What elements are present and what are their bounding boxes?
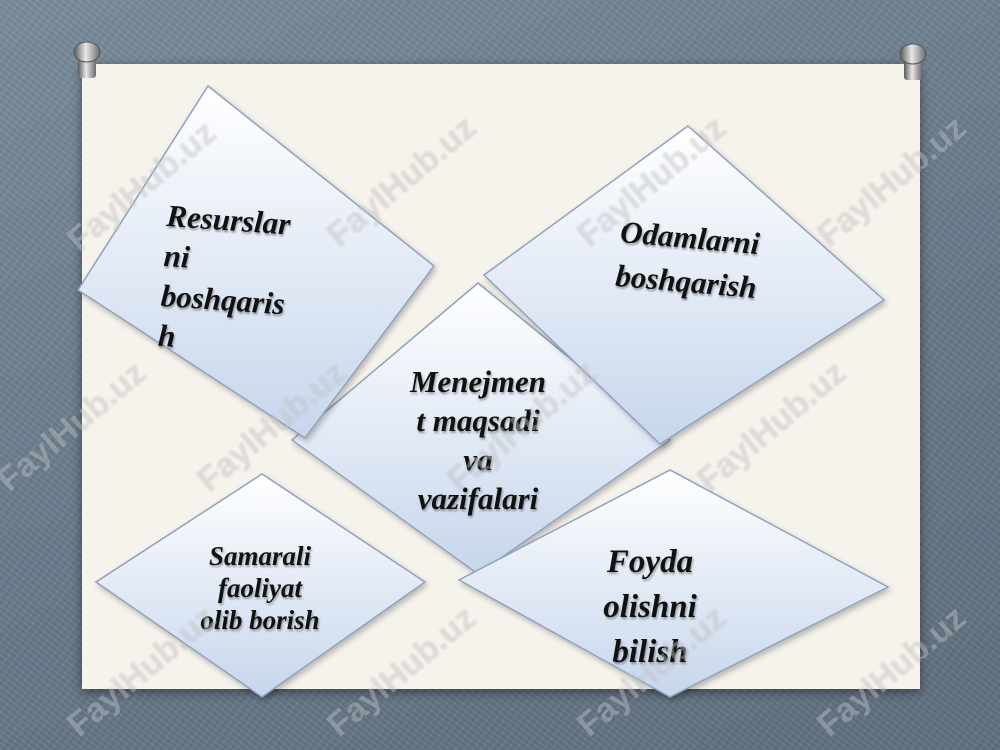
diamond-resurslar	[76, 84, 436, 440]
label-menejment-maqsadi: Menejmen t maqsadi va vazifalari	[409, 364, 547, 516]
label-foyda-olishni: Foyda olishni bilish	[603, 544, 697, 670]
label-samarali-faoliyat: Samarali faoliyat olib borish	[200, 541, 320, 635]
diamond-odamlarni	[482, 125, 886, 445]
diamond-foyda	[457, 469, 890, 698]
pin-icon-left	[73, 41, 101, 78]
label-resurslarni-boshqarish: Resurslar ni boshqaris h	[157, 197, 292, 354]
label-odamlarni-boshqarish: Odamlarni boshqarish	[614, 214, 761, 306]
diamond-samarali	[94, 473, 427, 698]
pin-icon-right	[899, 43, 927, 80]
